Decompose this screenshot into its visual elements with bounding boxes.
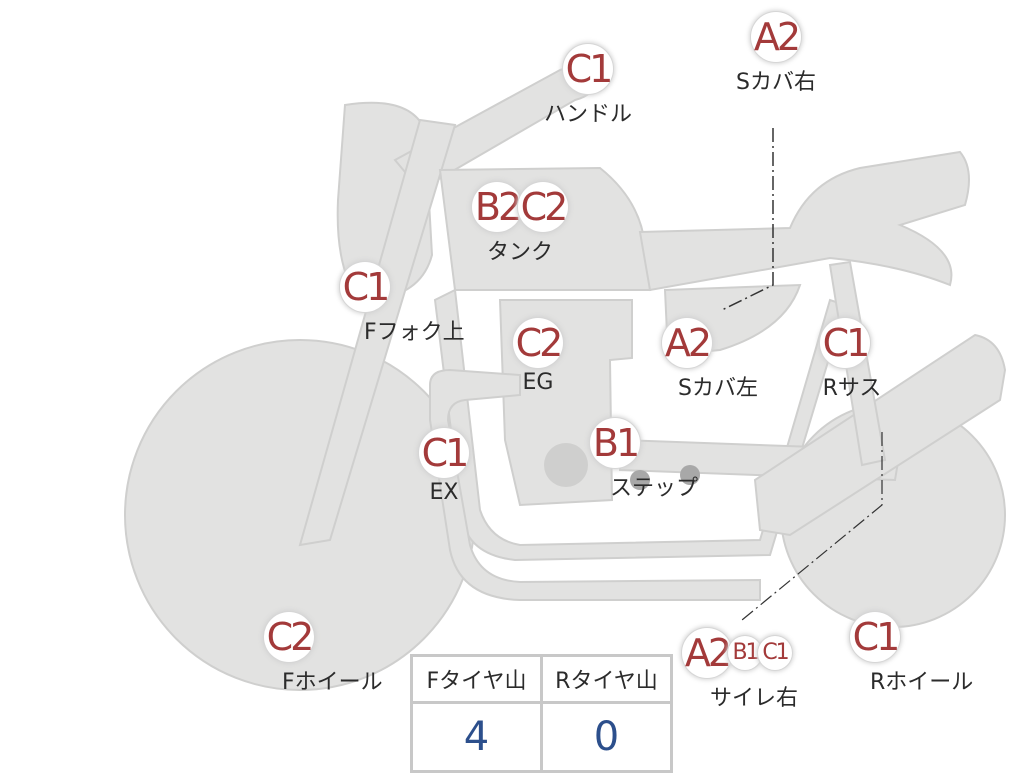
part-front-fork-upper: C1 Fフォク上 (338, 262, 468, 346)
engine-cover-shape (544, 443, 588, 487)
rear-tyre-value: 0 (540, 701, 673, 773)
part-handle: C1 ハンドル (518, 44, 658, 128)
part-label: ハンドル (543, 102, 632, 127)
leader-line-silencer-right (741, 432, 883, 621)
grade-badge: C2 (264, 612, 314, 662)
part-label: Sカバ右 (736, 70, 816, 95)
part-label: Fフォク上 (364, 320, 465, 345)
part-tank: B2C2 タンク (460, 182, 580, 266)
part-label: EX (429, 480, 459, 505)
part-label: タンク (486, 240, 553, 265)
part-label: Sカバ左 (678, 376, 758, 401)
part-front-wheel: C2 Fホイール (258, 612, 398, 696)
part-label: Rサス (822, 376, 882, 401)
grade-badge: C1 (419, 428, 469, 478)
grade-badge: C1 (820, 318, 870, 368)
rear-tyre-header: Rタイヤ山 (540, 654, 673, 704)
grade-badge: C2 (513, 318, 563, 368)
front-tyre-value: 4 (410, 701, 543, 773)
grade-badge: B1 (590, 418, 640, 468)
grade-badge: C1 (758, 636, 792, 670)
part-engine: C2 EG (488, 318, 588, 395)
grade-badge: C1 (563, 44, 613, 94)
part-label: Rホイール (870, 670, 974, 695)
step-peg-shape (680, 465, 700, 485)
part-rear-wheel: C1 Rホイール (840, 612, 980, 696)
part-label: ステップ (610, 476, 699, 501)
part-label: EG (522, 370, 554, 395)
front-tyre-header: Fタイヤ山 (410, 654, 543, 704)
tyre-tread-table: Fタイヤ山 Rタイヤ山 4 0 (410, 654, 673, 773)
grade-badge: C2 (518, 182, 568, 232)
part-rear-suspension: C1 Rサス (800, 318, 890, 402)
grade-badge: A2 (682, 628, 732, 678)
exhaust-pipe-shape (429, 368, 761, 601)
part-label: サイレ右 (710, 686, 799, 711)
grade-badge: B2 (472, 182, 522, 232)
grade-badge: A2 (751, 12, 801, 62)
part-side-cover-right: A2 Sカバ右 (726, 12, 826, 96)
part-step: B1 ステップ (590, 418, 722, 502)
grade-badge: A2 (662, 318, 712, 368)
leader-line-side-cover-right (721, 128, 774, 311)
grade-badge: C1 (340, 262, 390, 312)
step-peg-shape (630, 470, 650, 490)
seat-shape (638, 150, 970, 292)
part-exhaust: C1 EX (414, 428, 474, 505)
grade-badge: C1 (850, 612, 900, 662)
grade-badge: B1 (728, 636, 762, 670)
part-label: Fホイール (282, 670, 383, 695)
front-fork-shape (298, 118, 457, 547)
part-side-cover-left: A2 Sカバ左 (662, 318, 772, 402)
